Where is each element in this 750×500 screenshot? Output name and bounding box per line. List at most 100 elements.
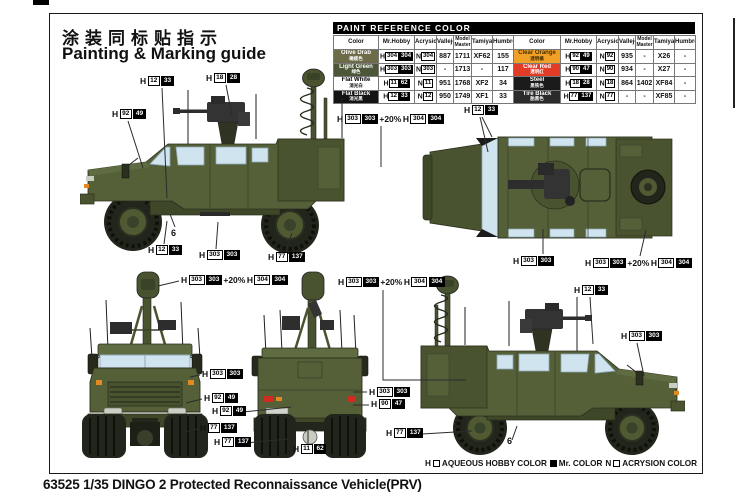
hobby-color-box: 18 bbox=[604, 78, 616, 88]
paint-number-cell: - bbox=[674, 89, 696, 104]
windshield-top bbox=[481, 137, 499, 238]
side-view-right bbox=[420, 275, 685, 455]
hobby-color-box: 12 bbox=[155, 245, 168, 255]
hobby-color-box: 303 bbox=[520, 256, 537, 266]
paint-number-cell: 950 bbox=[436, 89, 454, 104]
mr-color-box: 304 bbox=[427, 114, 444, 124]
mr-color-box: 303 bbox=[362, 114, 378, 124]
hobby-color-box: 92 bbox=[119, 109, 132, 119]
outline-box-icon bbox=[613, 460, 621, 467]
kit-number-and-title: 63525 1/35 DINGO 2 Protected Reconnaissa… bbox=[43, 477, 422, 492]
mr-color-box: 62 bbox=[398, 78, 410, 88]
paint-reference-table: ColorMr.HobbyAcrysionVallejoModelMasterT… bbox=[333, 35, 696, 104]
paint-number-cell: XF62 bbox=[471, 49, 493, 64]
mr-color-box: 49 bbox=[581, 51, 592, 61]
hobby-color-box: 303 bbox=[376, 387, 393, 397]
column-header: Color bbox=[333, 35, 379, 50]
hobby-color-box: 92 bbox=[211, 393, 224, 403]
tail-light-left bbox=[264, 396, 273, 402]
front-view bbox=[82, 271, 208, 458]
mr-color-box: 33 bbox=[485, 105, 498, 115]
column-header: Humbrol bbox=[492, 35, 514, 50]
mr-color-box: 49 bbox=[133, 109, 146, 119]
paint-number-cell: XF85 bbox=[653, 89, 675, 104]
paint-number-cell: - bbox=[674, 76, 696, 91]
mr-color-box: 303 bbox=[363, 277, 379, 287]
part-number-label: 6 bbox=[507, 436, 513, 446]
weapon-station-top bbox=[508, 160, 580, 210]
cab-roof bbox=[97, 343, 193, 357]
weapon-station-front bbox=[110, 320, 176, 334]
hobby-color-box: 12 bbox=[422, 92, 434, 102]
spare-wheel bbox=[630, 169, 666, 205]
column-header: Vallejo bbox=[436, 35, 454, 50]
mr-color-box: 28 bbox=[581, 78, 592, 88]
hobby-color-box: 303 bbox=[209, 369, 226, 379]
hobby-color-box: 18 bbox=[570, 78, 582, 88]
mr-color-box: 49 bbox=[225, 393, 238, 403]
hobby-color-box: 77 bbox=[604, 92, 616, 102]
hull-right bbox=[420, 345, 685, 417]
page-frame bbox=[49, 13, 703, 474]
mr-color-box: 62 bbox=[314, 444, 327, 454]
side-view-left bbox=[80, 68, 345, 254]
paint-number-cell: - bbox=[635, 89, 654, 104]
paint-number-cell: 1713 bbox=[453, 62, 472, 77]
paint-number-cell: 951 bbox=[436, 76, 454, 91]
column-header: Mr.Hobby bbox=[378, 35, 415, 50]
mast-front bbox=[128, 271, 168, 349]
paint-number-cell: XF84 bbox=[653, 76, 675, 91]
mr-color-box: 303 bbox=[206, 275, 222, 285]
mr-color-box: 303 bbox=[399, 65, 414, 75]
paint-number-cell: - bbox=[436, 62, 454, 77]
paint-number-cell: 33 bbox=[492, 89, 514, 104]
mr-color-box: 137 bbox=[407, 428, 424, 438]
roof-windows bbox=[507, 137, 607, 238]
hobby-color-box: 303 bbox=[344, 114, 361, 124]
tail-light-right bbox=[347, 396, 356, 402]
hobby-color-box: 92 bbox=[604, 51, 616, 61]
paint-number-cell: 34 bbox=[492, 76, 514, 91]
paint-number-cell: XF1 bbox=[471, 89, 493, 104]
paint-number-cell: 887 bbox=[436, 49, 454, 64]
mr-color-box: 47 bbox=[392, 399, 405, 409]
hobby-color-box: 304 bbox=[254, 275, 271, 285]
mr-color-box: 304 bbox=[399, 51, 414, 61]
mast-rear bbox=[293, 271, 332, 351]
mr-color-box: 137 bbox=[579, 92, 594, 102]
hobby-color-box: 90 bbox=[378, 399, 391, 409]
marker-light-right bbox=[188, 380, 194, 385]
legend-n-prefix: N bbox=[605, 459, 612, 468]
page-title-english: Painting & Marking guide bbox=[62, 44, 267, 63]
hobby-color-box: 18 bbox=[213, 73, 226, 83]
hobby-color-box: 11 bbox=[388, 78, 399, 88]
column-header: Mr.Hobby bbox=[560, 35, 597, 50]
mr-color-box: 303 bbox=[224, 250, 240, 260]
